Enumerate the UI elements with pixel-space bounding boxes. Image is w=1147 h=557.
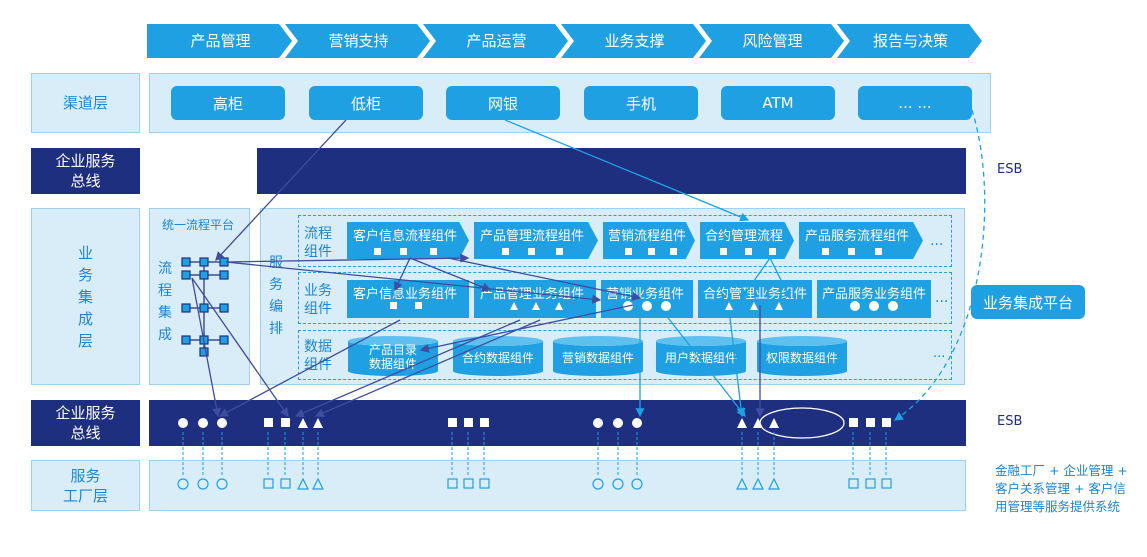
row-label-line: 组件 bbox=[304, 244, 332, 260]
esb-top-label-2: 总线 bbox=[70, 172, 101, 190]
row-label-line: 数据 bbox=[304, 339, 332, 355]
channel-label: 低柜 bbox=[350, 94, 381, 113]
process-more: ... bbox=[930, 233, 944, 249]
flow-platform-title: 统一流程平台 bbox=[162, 218, 235, 232]
service-orch-vertical: 服 务 编 排 bbox=[268, 252, 284, 340]
row-label-line: 业务 bbox=[304, 283, 332, 299]
component-label: 合约管理业务组件 bbox=[703, 287, 808, 302]
process-row-label: 流程 组件 bbox=[304, 225, 332, 261]
row-label-line: 组件 bbox=[304, 357, 332, 373]
channel-label: ATM bbox=[762, 94, 794, 112]
header-step-chevron[interactable] bbox=[561, 24, 706, 58]
business-more: ... bbox=[935, 290, 949, 306]
process-component-service[interactable]: 产品服务流程组件 bbox=[799, 222, 923, 259]
channel-atm[interactable]: ATM bbox=[721, 86, 835, 120]
header-chevron-bar: 产品管理 营销支持 产品运营 业务支撑 风险管理 报告与决策 bbox=[147, 24, 982, 58]
process-component-marketing[interactable]: 营销流程组件 bbox=[603, 222, 695, 259]
esb-bottom-label-2: 总线 bbox=[70, 424, 101, 442]
platform-badge-label: 业务集成平台 bbox=[982, 293, 1073, 312]
business-row-label: 业务 组件 bbox=[304, 282, 332, 318]
channel-counter-high[interactable]: 高柜 bbox=[171, 86, 285, 120]
layer-channel: 渠道层 bbox=[31, 73, 140, 133]
business-component-contract[interactable]: 合约管理业务组件 bbox=[698, 280, 812, 318]
header-step-chevron[interactable] bbox=[423, 24, 568, 58]
factory-description: 金融工厂 + 企业管理 + 客户关系管理 + 客户信 用管理等服务提供系统 bbox=[995, 462, 1128, 516]
esb-bottom-label-1: 企业服务 bbox=[55, 404, 116, 422]
flow-char: 成 bbox=[158, 327, 172, 343]
factory-desc-line: 金融工厂 + 企业管理 + bbox=[995, 463, 1128, 478]
factory-desc-line: 用管理等服务提供系统 bbox=[995, 499, 1121, 514]
header-step-label: 报告与决策 bbox=[873, 32, 948, 50]
layer-channel-label: 渠道层 bbox=[62, 94, 108, 112]
layer-service-factory: 服务 工厂层 bbox=[31, 460, 140, 511]
component-label: 合约管理流程 bbox=[705, 229, 784, 244]
flow-char: 流 bbox=[158, 261, 172, 277]
row-label-line: 流程 bbox=[304, 226, 332, 242]
process-component-customer[interactable]: 客户信息流程组件 bbox=[347, 222, 469, 259]
row-label-line: 组件 bbox=[304, 301, 332, 317]
component-label: 产品服务流程组件 bbox=[805, 229, 910, 244]
layer-esb-bottom: 企业服务 总线 bbox=[31, 400, 140, 446]
esb-top-tag: ESB bbox=[997, 162, 1023, 177]
esb-bottom-bar bbox=[149, 400, 966, 446]
flow-char: 程 bbox=[158, 283, 172, 299]
component-label: 营销流程组件 bbox=[608, 229, 687, 244]
biz-layer-char: 业 bbox=[77, 243, 93, 262]
channel-counter-low[interactable]: 低柜 bbox=[309, 86, 423, 120]
factory-desc-line: 客户关系管理 + 客户信 bbox=[995, 481, 1126, 496]
channel-label: ... ... bbox=[898, 94, 932, 112]
process-component-product[interactable]: 产品管理流程组件 bbox=[474, 222, 598, 259]
data-row-box bbox=[298, 330, 952, 380]
component-label: 营销业务组件 bbox=[606, 287, 685, 302]
channel-online-bank[interactable]: 网银 bbox=[446, 86, 560, 120]
biz-layer-char: 成 bbox=[77, 309, 93, 328]
header-step-chevron[interactable] bbox=[837, 24, 982, 58]
header-step-chevron[interactable] bbox=[285, 24, 430, 58]
channel-label: 高柜 bbox=[212, 94, 243, 113]
esb-top-label-1: 企业服务 bbox=[55, 152, 116, 170]
header-step-label: 业务支撑 bbox=[604, 32, 664, 50]
component-label: 客户信息流程组件 bbox=[353, 229, 458, 244]
factory-panel bbox=[149, 460, 966, 511]
business-component-customer[interactable]: 客户信息业务组件 bbox=[347, 280, 469, 318]
flow-char: 集 bbox=[158, 305, 172, 321]
component-label: 客户信息业务组件 bbox=[353, 287, 458, 302]
esb-top-bar bbox=[257, 148, 966, 194]
component-label: 产品服务业务组件 bbox=[822, 287, 927, 302]
orch-char: 务 bbox=[269, 277, 283, 293]
data-more: ... bbox=[933, 346, 946, 361]
factory-label-2: 工厂层 bbox=[62, 486, 108, 505]
channel-mobile[interactable]: 手机 bbox=[584, 86, 698, 120]
business-component-service[interactable]: 产品服务业务组件 bbox=[817, 280, 931, 318]
factory-label-1: 服务 bbox=[70, 466, 101, 485]
orch-char: 编 bbox=[269, 299, 283, 315]
flow-integration-vertical: 流 程 集 成 bbox=[157, 258, 173, 346]
header-step-label: 产品管理 bbox=[190, 32, 250, 50]
biz-layer-char: 层 bbox=[77, 331, 93, 350]
orch-char: 服 bbox=[269, 255, 283, 271]
channel-label: 手机 bbox=[625, 94, 656, 113]
channel-more[interactable]: ... ... bbox=[858, 86, 972, 120]
biz-layer-char: 务 bbox=[77, 265, 93, 284]
platform-badge: 业务集成平台 bbox=[971, 285, 1085, 319]
business-component-product[interactable]: 产品管理业务组件 bbox=[474, 280, 596, 318]
header-step-label: 产品运营 bbox=[466, 32, 526, 50]
header-step-label: 风险管理 bbox=[742, 32, 802, 50]
header-step-label: 营销支持 bbox=[328, 32, 388, 50]
layer-esb-top: 企业服务 总线 bbox=[31, 148, 140, 194]
esb-bottom-tag: ESB bbox=[997, 414, 1023, 429]
channel-label: 网银 bbox=[487, 94, 518, 113]
biz-layer-char: 集 bbox=[77, 287, 93, 306]
orch-char: 排 bbox=[269, 321, 283, 337]
layer-business-integration: 业 务 集 成 层 bbox=[31, 208, 140, 385]
header-step-chevron[interactable] bbox=[699, 24, 844, 58]
component-label: 产品管理业务组件 bbox=[480, 287, 585, 302]
data-row-label: 数据 组件 bbox=[304, 338, 332, 374]
business-component-marketing[interactable]: 营销业务组件 bbox=[601, 280, 693, 318]
header-step-chevron[interactable] bbox=[147, 24, 292, 58]
process-component-contract[interactable]: 合约管理流程 bbox=[700, 222, 794, 259]
component-label: 产品管理流程组件 bbox=[480, 229, 585, 244]
